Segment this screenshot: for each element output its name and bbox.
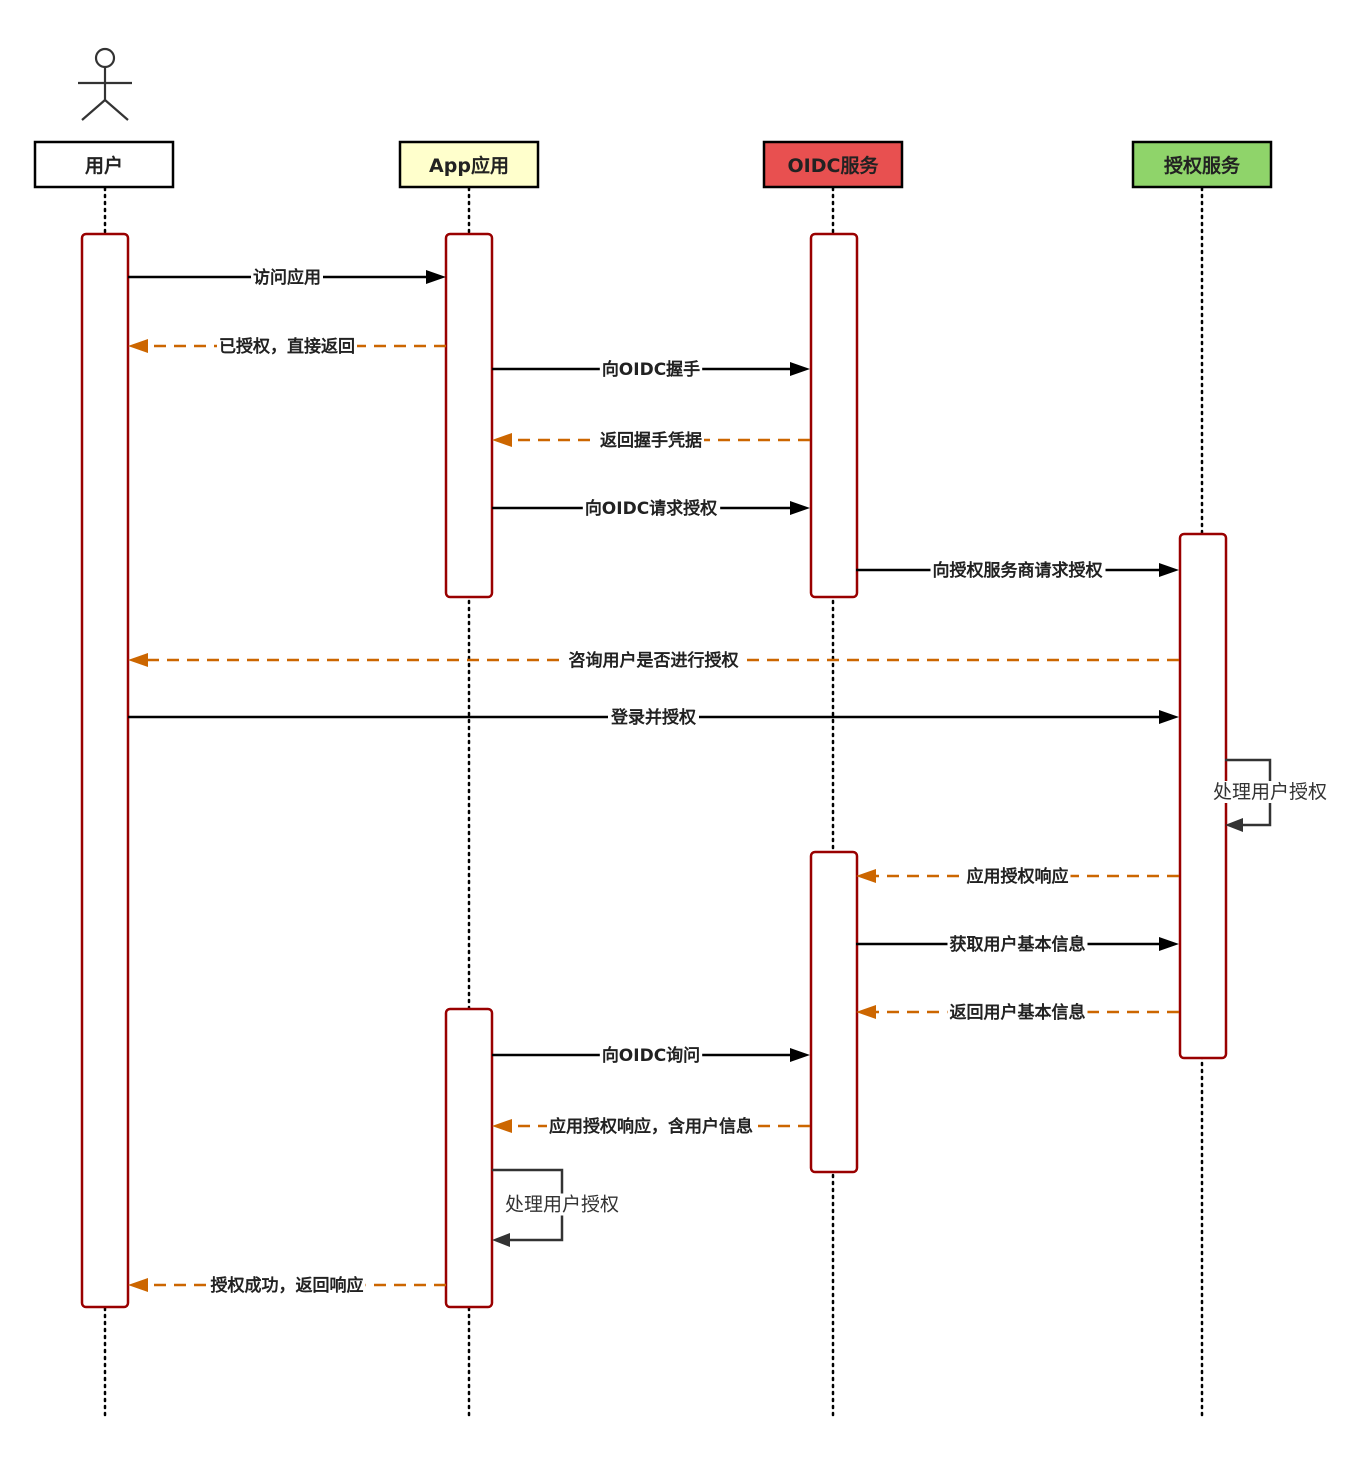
arrowhead-icon	[1159, 563, 1179, 577]
label-background	[947, 934, 1088, 955]
message-label: 向OIDC握手	[602, 359, 700, 380]
label-background	[598, 430, 704, 451]
arrowhead-icon	[1159, 710, 1179, 724]
message-11	[856, 1005, 1179, 1019]
message-9	[856, 869, 1179, 883]
participant-oidc-label: OIDC服务	[788, 154, 880, 177]
message-label: 处理用户授权	[1213, 781, 1327, 803]
message-label: 访问应用	[253, 267, 321, 288]
message-label: 返回握手凭据	[600, 430, 702, 451]
arrowhead-icon	[790, 362, 810, 376]
arrowhead-icon	[790, 501, 810, 515]
participant-app: App应用	[398, 140, 540, 189]
label-background	[947, 1002, 1088, 1023]
participant-oidc: OIDC服务	[762, 140, 904, 189]
message-label: 获取用户基本信息	[950, 934, 1086, 955]
message-label: 登录并授权	[610, 707, 697, 728]
message-label: 咨询用户是否进行授权	[569, 650, 740, 671]
message-6	[128, 653, 1179, 667]
message-label: 应用授权响应，含用户信息	[549, 1116, 753, 1137]
participant-user-label: 用户	[85, 154, 123, 177]
activation-bar-user	[80, 232, 130, 1309]
message-label: 已授权，直接返回	[219, 336, 355, 357]
participant-user: 用户	[33, 140, 175, 189]
arrowhead-icon	[790, 1048, 810, 1062]
arrowhead-icon	[492, 1233, 510, 1247]
message-label: 授权成功，返回响应	[211, 1275, 364, 1296]
arrowhead-icon	[856, 869, 876, 883]
message-label: 返回用户基本信息	[950, 1002, 1086, 1023]
label-background	[547, 1116, 755, 1137]
message-label: 向OIDC请求授权	[585, 498, 718, 519]
message-label: 向授权服务商请求授权	[933, 560, 1104, 581]
label-background	[599, 359, 703, 380]
user-actor-icon	[78, 47, 132, 121]
message-label: 应用授权响应	[967, 866, 1069, 887]
label-background	[930, 560, 1106, 581]
label-background	[608, 707, 699, 728]
activation-bar-oidc-2	[809, 850, 859, 1174]
arrowhead-icon	[492, 1119, 512, 1133]
label-background	[503, 1193, 621, 1216]
label-background	[208, 1275, 366, 1296]
arrowhead-icon	[128, 1278, 148, 1292]
label-background	[1211, 781, 1329, 803]
arrowhead-icon	[1225, 818, 1243, 832]
message-label: 处理用户授权	[505, 1194, 619, 1216]
participant-app-label: App应用	[429, 154, 509, 177]
activation-bar-oidc	[809, 232, 859, 599]
label-background	[582, 498, 721, 519]
arrowhead-icon	[492, 433, 512, 447]
message-label: 向OIDC询问	[602, 1045, 700, 1066]
label-background	[217, 336, 357, 357]
participant-auth: 授权服务	[1131, 140, 1273, 189]
activation-bar-app-2	[444, 1007, 494, 1309]
arrowhead-icon	[128, 339, 148, 353]
arrowhead-icon	[1159, 937, 1179, 951]
participant-auth-label: 授权服务	[1164, 154, 1241, 177]
label-background	[599, 1045, 703, 1066]
arrowhead-icon	[856, 1005, 876, 1019]
label-background	[251, 267, 323, 288]
arrowhead-icon	[128, 653, 148, 667]
arrowhead-icon	[426, 270, 446, 284]
label-background	[964, 866, 1071, 887]
activation-bar-app	[444, 232, 494, 599]
label-background	[566, 650, 742, 671]
